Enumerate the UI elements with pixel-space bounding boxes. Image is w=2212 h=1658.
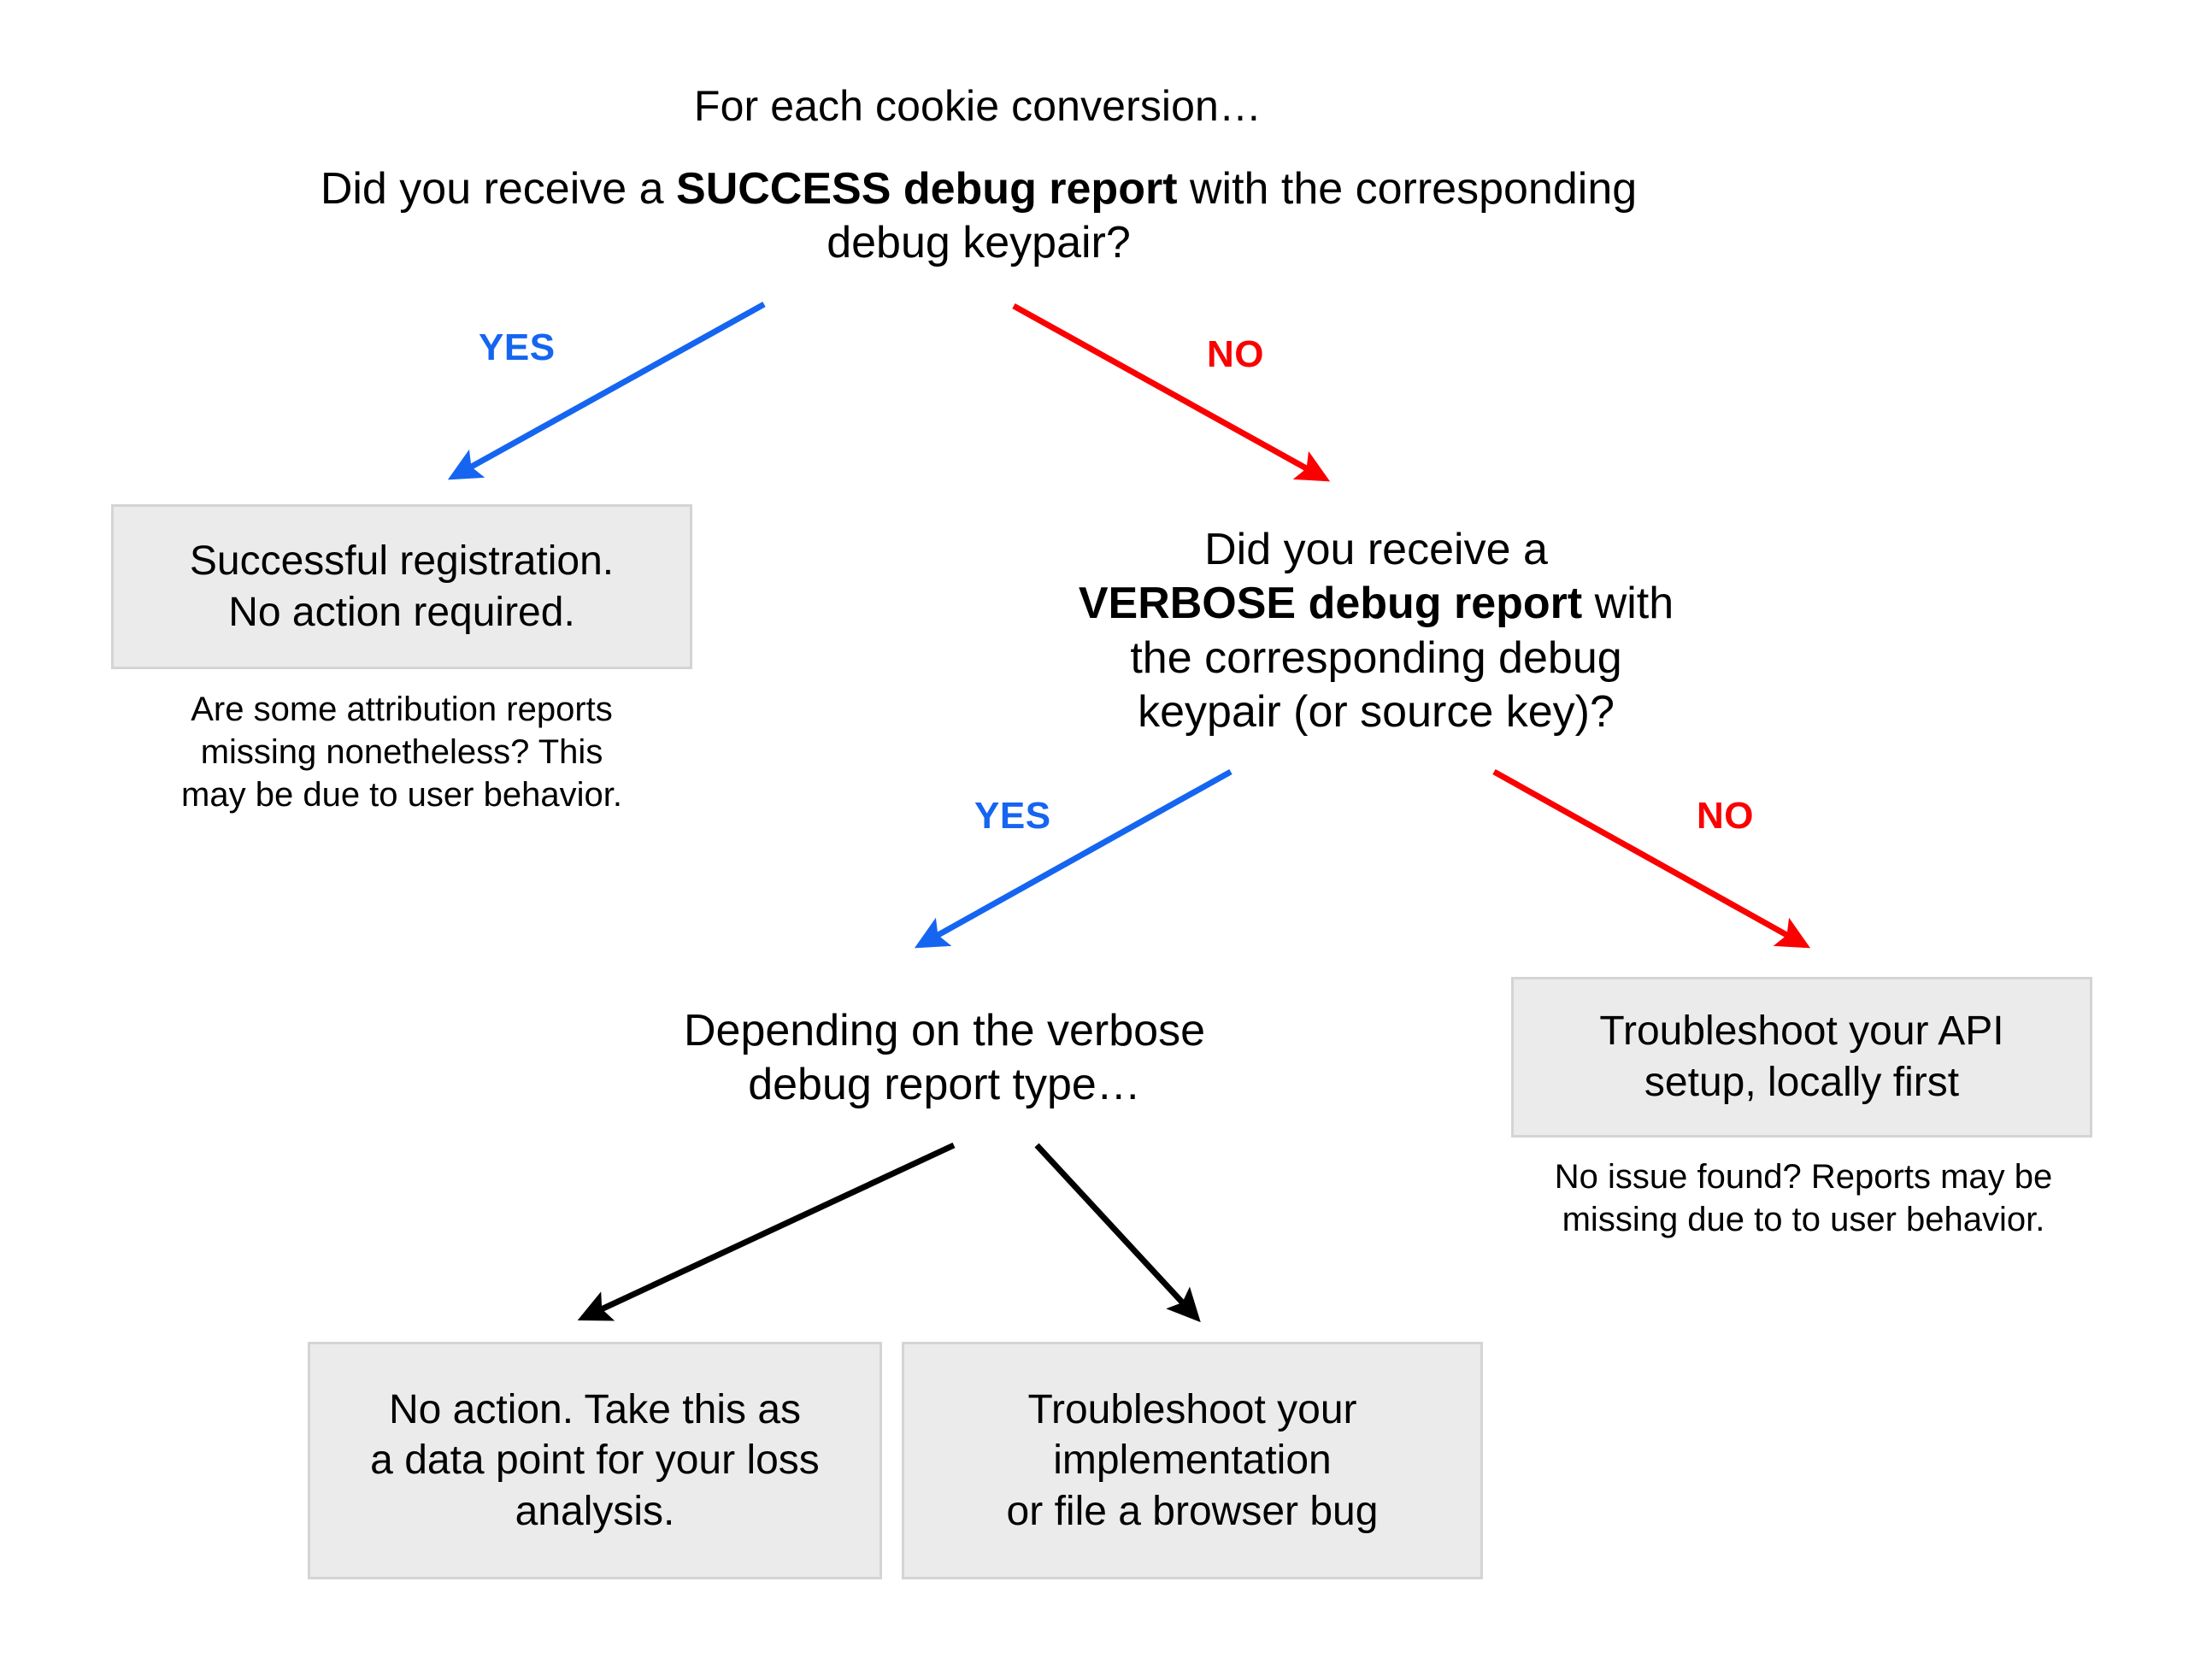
verbose-question-pre: Did you receive a — [1204, 525, 1548, 574]
diagram-title: For each cookie conversion… — [693, 82, 1262, 130]
verbose-question-post: with the corresponding debug keypair (or… — [1130, 579, 1674, 738]
root-question: Did you receive a SUCCESS debug report w… — [291, 162, 1667, 271]
node-no-action-box[interactable]: No action. Take this as a data point for… — [308, 1342, 882, 1579]
edge-verbose-no-arrow — [1492, 768, 1811, 949]
caption-success: Are some attribution reports missing non… — [181, 691, 622, 814]
node-api-box[interactable]: Troubleshoot your API setup, locally fir… — [1511, 977, 2092, 1138]
edge-verbose-yes-arrow — [914, 768, 1232, 949]
edge-label-root-no: NO — [1207, 333, 1264, 375]
edge-type-right-arrow — [1034, 1143, 1201, 1323]
verbose-question-bold: VERBOSE debug report — [1078, 579, 1583, 629]
edge-label-verbose-yes: YES — [974, 795, 1051, 837]
node-verbose-question: Did you receive a VERBOSE debug report w… — [1000, 523, 1752, 740]
root-question-bold: SUCCESS debug report — [676, 164, 1178, 214]
node-success-box[interactable]: Successful registration. No action requi… — [111, 504, 692, 669]
edge-label-verbose-no: NO — [1697, 795, 1754, 837]
edge-label-root-yes: YES — [479, 326, 556, 368]
node-troubleshoot-box[interactable]: Troubleshoot your implementation or file… — [902, 1342, 1483, 1579]
edge-type-left-arrow — [577, 1142, 956, 1321]
node-verbose-type-note: Depending on the verbose debug report ty… — [683, 1006, 1205, 1110]
root-question-post: with the corresponding debug keypair? — [827, 164, 1638, 268]
root-question-pre: Did you receive a — [320, 164, 677, 214]
edge-root-no-arrow — [1012, 303, 1331, 482]
caption-api: No issue found? Reports may be missing d… — [1554, 1158, 2053, 1238]
